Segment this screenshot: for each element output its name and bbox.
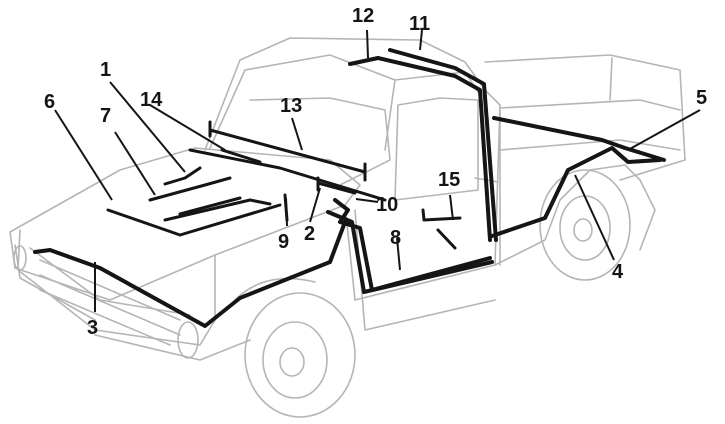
line-13-bracket <box>208 128 367 174</box>
line-6 <box>106 203 282 237</box>
line-15 <box>421 208 462 222</box>
line-runs <box>33 48 666 328</box>
line-14 <box>188 148 387 202</box>
callout-1: 1 <box>100 59 112 81</box>
line-7 <box>148 176 232 202</box>
line-5 <box>492 116 666 162</box>
callout-3: 3 <box>87 317 99 339</box>
leader-lines <box>54 29 701 312</box>
callout-4: 4 <box>612 261 624 283</box>
callout-10: 10 <box>376 194 399 216</box>
callout-2: 2 <box>304 223 316 245</box>
callout-12: 12 <box>352 5 375 27</box>
truck-body-outline <box>9 37 686 418</box>
line-11 <box>388 48 498 242</box>
line-10 <box>316 181 357 195</box>
line-4 <box>490 146 662 238</box>
line-12 <box>348 56 492 242</box>
line-8 <box>326 210 494 294</box>
callout-7: 7 <box>100 105 112 127</box>
callout-14: 14 <box>140 89 163 111</box>
callout-15: 15 <box>438 169 461 191</box>
callout-6: 6 <box>44 91 56 113</box>
line-9 <box>163 198 272 222</box>
line-3 <box>33 220 347 328</box>
line-1 <box>163 166 202 186</box>
callout-9: 9 <box>278 231 290 253</box>
callout-8: 8 <box>390 227 402 249</box>
callout-5: 5 <box>696 87 708 109</box>
callout-11: 11 <box>409 13 431 35</box>
callout-13: 13 <box>280 95 303 117</box>
